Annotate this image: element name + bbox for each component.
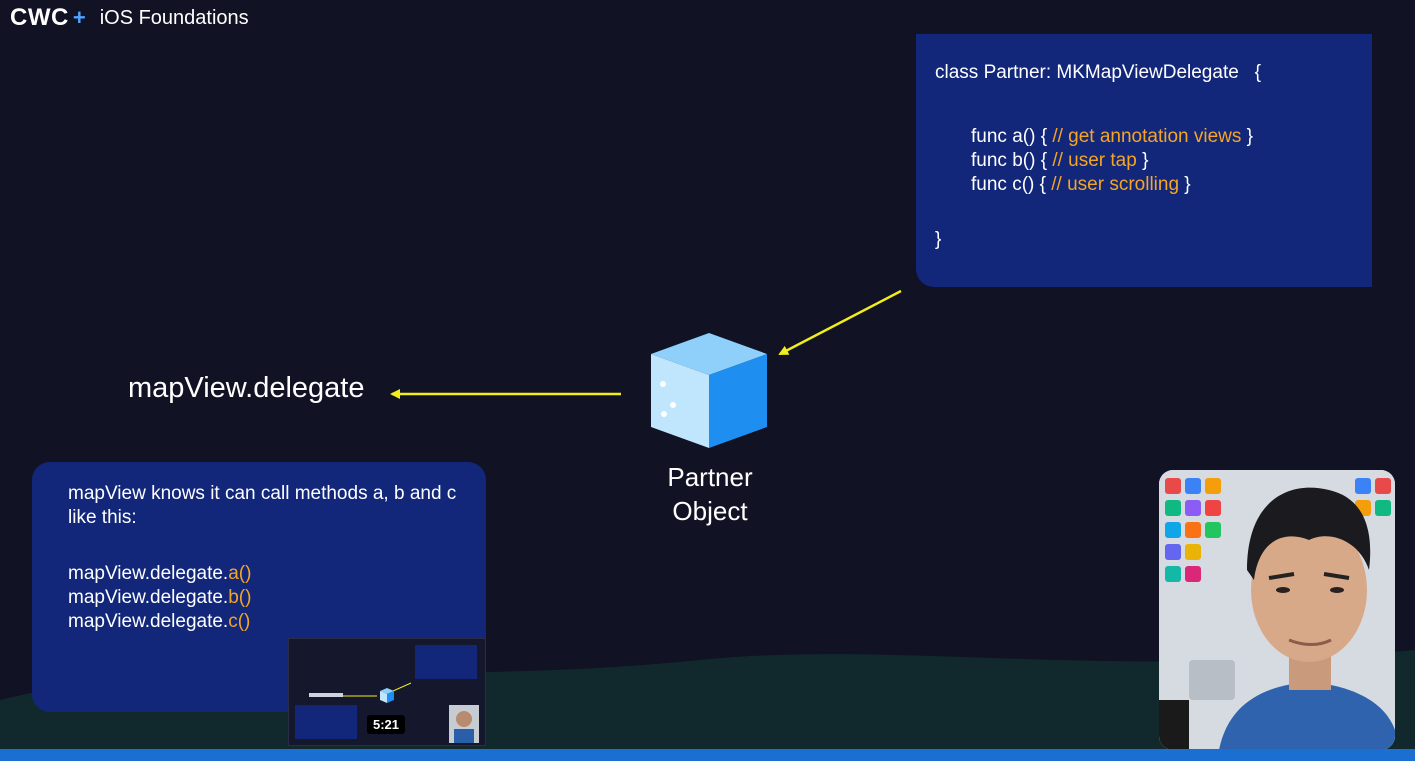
class-closing-brace: }: [935, 229, 942, 250]
call-b-line: mapView.delegate.b(): [68, 586, 251, 610]
preview-timestamp: 5:21: [367, 715, 406, 734]
method-c-comment: // user scrolling: [1051, 174, 1180, 195]
cwc-logo: CWC: [10, 4, 69, 31]
call-a-base: mapView.delegate.: [68, 563, 229, 584]
method-b-signature: func b() {: [971, 150, 1053, 171]
app-icon-wall: [1165, 478, 1391, 582]
call-a-method: a(): [228, 563, 252, 584]
cube-icon: [651, 333, 767, 448]
thumbnail-image: [295, 645, 479, 743]
method-a-signature: func a() {: [971, 126, 1053, 147]
mapview-delegate-label: mapView.delegate: [128, 372, 365, 404]
call-c-method: c(): [228, 611, 251, 632]
call-a-line: mapView.delegate.a(): [68, 562, 251, 586]
player-progress-bar[interactable]: [0, 749, 1415, 761]
plus-icon: +: [72, 5, 86, 30]
method-c-signature: func c() {: [971, 174, 1052, 195]
call-b-method: b(): [228, 587, 252, 608]
arrow-code-to-partner: [778, 289, 902, 356]
method-a-comment: // get annotation views: [1052, 126, 1242, 147]
class-declaration: class Partner: MKMapViewDelegate {: [935, 62, 1261, 83]
course-header: CWC + iOS Foundations: [10, 4, 249, 32]
call-b-base: mapView.delegate.: [68, 587, 229, 608]
method-a-close: }: [1241, 126, 1254, 147]
call-c-line: mapView.delegate.c(): [68, 610, 250, 634]
method-b-comment: // user tap: [1052, 150, 1137, 171]
method-a-line: func a() { // get annotation views }: [971, 125, 1253, 149]
method-c-line: func c() { // user scrolling }: [971, 173, 1191, 197]
call-c-base: mapView.delegate.: [68, 611, 229, 632]
seek-preview-thumbnail: 5:21: [288, 638, 486, 746]
presenter-webcam: [1159, 470, 1395, 750]
explanation-line2: like this:: [68, 507, 137, 528]
presenter-video: [1159, 470, 1395, 750]
explanation-line1: mapView knows it can call methods a, b a…: [68, 483, 457, 504]
code-panel: class Partner: MKMapViewDelegate { func …: [916, 34, 1372, 287]
method-c-close: }: [1179, 174, 1191, 195]
course-title: iOS Foundations: [99, 6, 249, 29]
partner-label-line2: Object: [672, 496, 748, 526]
presenter-figure: [1219, 487, 1395, 750]
method-b-line: func b() { // user tap }: [971, 149, 1148, 173]
partner-object-label: Partner Object: [640, 460, 780, 528]
method-b-close: }: [1136, 150, 1149, 171]
partner-label-line1: Partner: [667, 462, 753, 492]
